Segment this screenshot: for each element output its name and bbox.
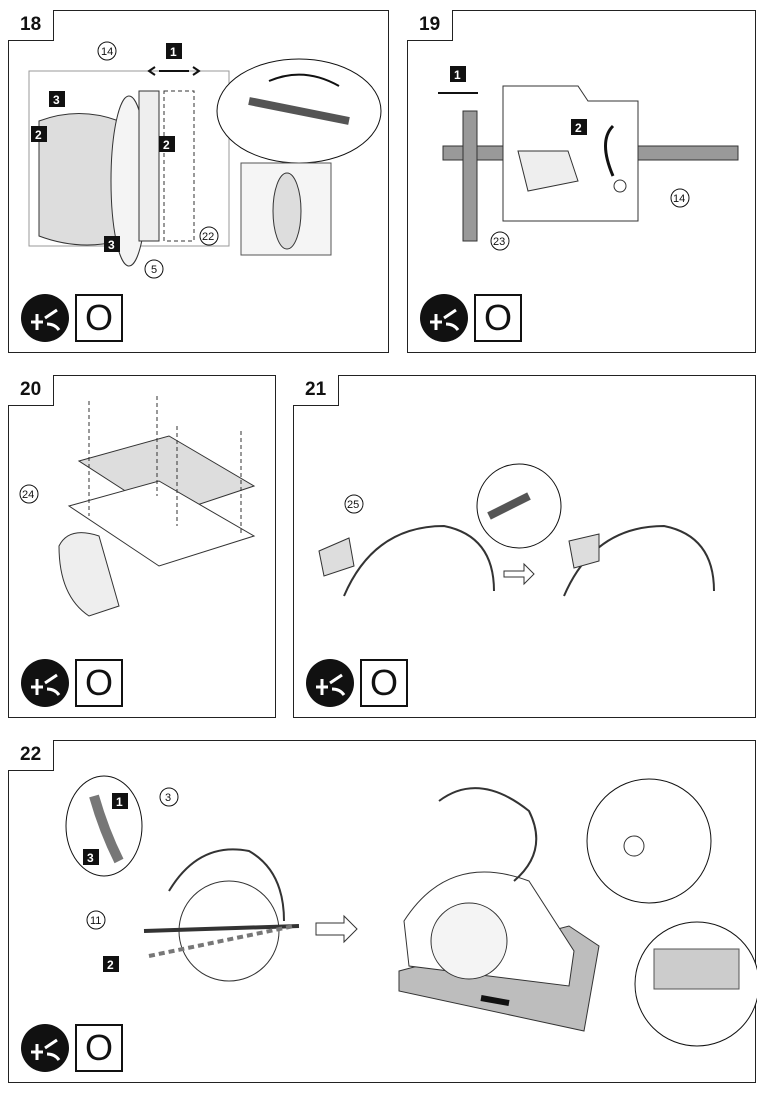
figure-number: 19 xyxy=(407,10,454,41)
figure-19-illustration: 1 2 14 23 xyxy=(438,66,739,251)
figure-21: 21 25 O xyxy=(293,375,756,718)
step-1-label: 1 xyxy=(116,795,123,809)
step-1-label: 1 xyxy=(170,45,177,59)
callout-5: 5 xyxy=(151,264,157,276)
step-2-label: 2 xyxy=(107,958,114,972)
o-symbol-icon: O xyxy=(75,1024,123,1072)
step-3-label: 3 xyxy=(87,851,94,865)
safety-icons: O xyxy=(420,294,522,342)
unplug-icon xyxy=(21,1024,69,1072)
figure-number: 18 xyxy=(8,10,55,41)
figure-19: 19 1 2 14 23 O xyxy=(407,10,756,353)
figure-20: 20 24 O xyxy=(8,375,276,718)
figure-18: 18 1 2 2 3 3 14 22 5 O xyxy=(8,10,389,353)
unplug-icon xyxy=(21,659,69,707)
step-3-label: 3 xyxy=(108,238,115,252)
o-symbol-icon: O xyxy=(75,659,123,707)
safety-icons: O xyxy=(21,294,123,342)
callout-14: 14 xyxy=(673,193,685,205)
safety-icons: O xyxy=(306,659,408,707)
step-1-label: 1 xyxy=(454,68,461,82)
step-2-label: 2 xyxy=(575,121,582,135)
callout-25: 25 xyxy=(347,499,359,511)
figure-22: 22 1 3 3 11 2 O xyxy=(8,740,757,1083)
safety-icons: O xyxy=(21,659,123,707)
safety-icons: O xyxy=(21,1024,123,1072)
figure-20-illustration: 24 xyxy=(19,396,256,617)
unplug-icon xyxy=(420,294,468,342)
figure-number: 20 xyxy=(8,375,55,406)
step-2-label: 2 xyxy=(35,128,42,142)
figure-21-illustration: 25 xyxy=(318,463,715,597)
callout-22: 22 xyxy=(202,231,214,243)
callout-3: 3 xyxy=(165,792,171,804)
step-3-label: 3 xyxy=(53,93,60,107)
o-symbol-icon: O xyxy=(474,294,522,342)
unplug-icon xyxy=(21,294,69,342)
callout-23: 23 xyxy=(493,236,505,248)
figure-18-illustration: 1 2 2 3 3 14 22 5 xyxy=(28,41,382,279)
figure-number: 21 xyxy=(293,375,340,406)
o-symbol-icon: O xyxy=(75,294,123,342)
unplug-icon xyxy=(306,659,354,707)
figure-22-illustration: 1 3 3 11 2 xyxy=(65,775,757,1047)
callout-24: 24 xyxy=(22,489,34,501)
o-symbol-icon: O xyxy=(360,659,408,707)
callout-14: 14 xyxy=(101,46,113,58)
step-2-label: 2 xyxy=(163,138,170,152)
callout-11: 11 xyxy=(90,915,101,927)
figure-number: 22 xyxy=(8,740,55,771)
